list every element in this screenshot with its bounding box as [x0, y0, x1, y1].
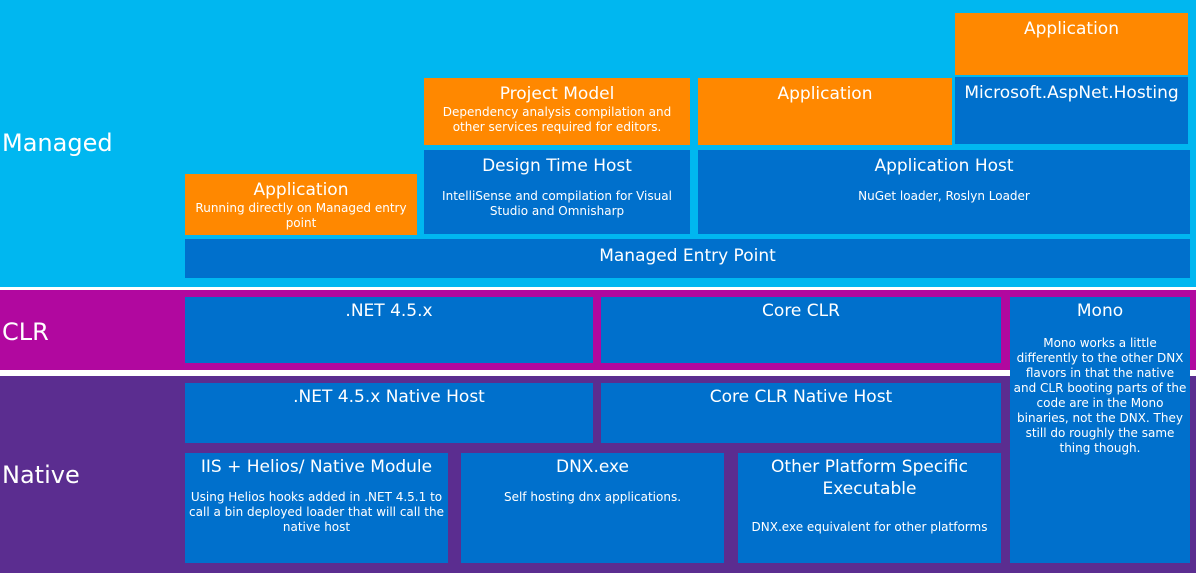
application-host-title: Application Host — [874, 156, 1014, 176]
design-time-host-title: Design Time Host — [482, 156, 632, 176]
hosting-title: Microsoft.AspNet.Hosting — [964, 83, 1179, 103]
managed-entry-point-box: Managed Entry Point — [185, 239, 1190, 278]
managed-entry-point-title: Managed Entry Point — [599, 246, 776, 266]
iis-helios-desc: Using Helios hooks added in .NET 4.5.1 t… — [189, 490, 444, 534]
application-direct-box: Application Running directly on Managed … — [185, 174, 417, 235]
core-clr-title: Core CLR — [762, 301, 840, 321]
dnx-exe-title: DNX.exe — [555, 457, 629, 477]
design-time-host-box: Design Time Host IntelliSense and compil… — [424, 150, 690, 234]
managed-label: Managed — [2, 129, 113, 157]
core-clr-native-host-box: Core CLR Native Host — [601, 383, 1001, 443]
net45-native-host-box: .NET 4.5.x Native Host — [185, 383, 593, 443]
net45-box: .NET 4.5.x — [185, 297, 593, 363]
clr-label: CLR — [2, 318, 49, 346]
net45-title: .NET 4.5.x — [345, 301, 433, 321]
other-platform-desc: DNX.exe equivalent for other platforms — [751, 520, 988, 534]
application-middle-title: Application — [777, 84, 873, 104]
mono-desc: Mono works a little differently to the o… — [1013, 336, 1187, 455]
mono-box: Mono Mono works a little differently to … — [1010, 297, 1190, 563]
application-top-title: Application — [1024, 19, 1119, 39]
application-top-box: Application — [955, 13, 1188, 75]
net45-native-host-title: .NET 4.5.x Native Host — [293, 387, 485, 407]
application-middle-box: Application — [698, 78, 952, 145]
dnx-exe-desc: Self hosting dnx applications. — [503, 490, 682, 504]
application-host-desc: NuGet loader, Roslyn Loader — [858, 189, 1030, 203]
iis-helios-title: IIS + Helios/ Native Module — [200, 457, 433, 477]
iis-helios-box: IIS + Helios/ Native Module Using Helios… — [185, 453, 448, 563]
application-direct-title: Application — [253, 180, 349, 200]
project-model-box: Project Model Dependency analysis compil… — [424, 78, 690, 145]
native-label: Native — [2, 461, 80, 489]
core-clr-box: Core CLR — [601, 297, 1001, 363]
hosting-box: Microsoft.AspNet.Hosting — [955, 77, 1188, 144]
mono-title: Mono — [1076, 301, 1124, 321]
project-model-desc: Dependency analysis compilation and othe… — [442, 105, 672, 134]
design-time-host-desc: IntelliSense and compilation for Visual … — [442, 189, 672, 218]
application-direct-desc: Running directly on Managed entry point — [195, 201, 407, 230]
dnx-exe-box: DNX.exe Self hosting dnx applications. — [461, 453, 724, 563]
application-host-box: Application Host NuGet loader, Roslyn Lo… — [698, 150, 1190, 234]
project-model-title: Project Model — [499, 84, 615, 104]
core-clr-native-host-title: Core CLR Native Host — [709, 387, 893, 407]
other-platform-box: Other Platform Specific Executable DNX.e… — [738, 453, 1001, 563]
other-platform-title: Other Platform Specific Executable — [771, 457, 968, 499]
